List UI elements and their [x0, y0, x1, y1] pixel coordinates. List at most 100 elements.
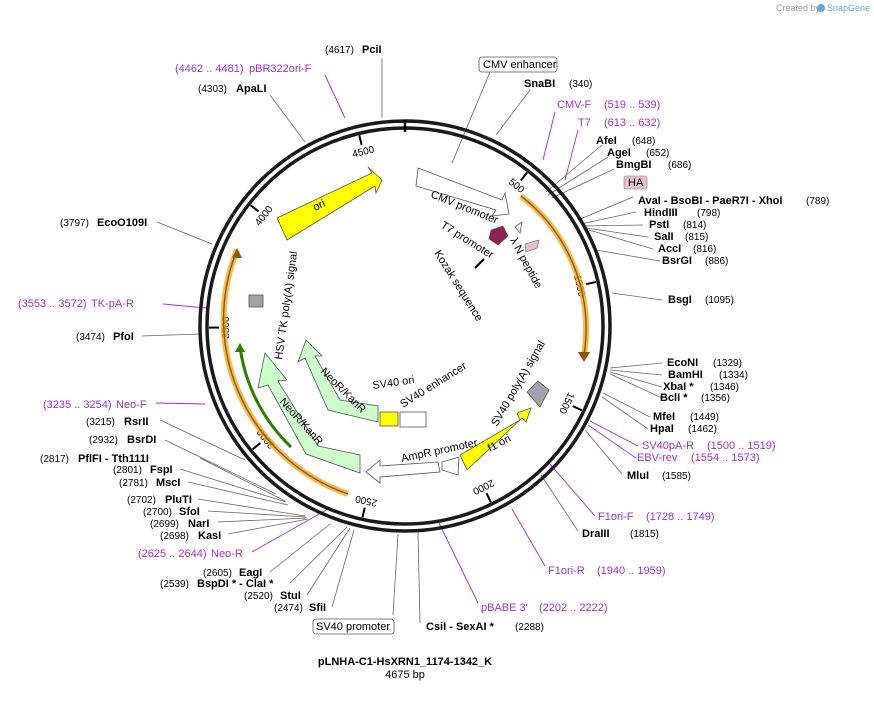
site-name: PluTI [165, 494, 192, 506]
site-coord: (1356) [701, 393, 730, 404]
sv40-ori-label: SV40 ori [372, 374, 415, 392]
primer-6: F1ori-R(1940 .. 1959) [548, 565, 666, 577]
site-name: HpaI [650, 423, 674, 435]
site-name: SalI [654, 231, 674, 243]
primer-name: T7 [578, 117, 591, 129]
primer-coord: (2625 .. 2644) [138, 548, 207, 560]
ha-box [623, 175, 648, 190]
site-name: ApaLI [236, 83, 267, 95]
site-32: PflFI - Tth111I(2817) [40, 453, 149, 465]
site-coord: (2698) [160, 531, 189, 542]
primer-4: EBV-rev(1554 .. 1573) [637, 452, 760, 464]
site-29: PluTI (2702) [127, 494, 192, 506]
site-13: EcoNI(1329) [667, 357, 742, 369]
site-30: MscI(2781) [119, 477, 180, 489]
primer-3: SV40pA-R(1500 .. 1519) [642, 440, 776, 452]
primer-coord: (3553 .. 3572) [18, 298, 87, 310]
site-name: AfeI [596, 135, 617, 147]
neor-outer-feature [257, 352, 361, 474]
site-21: CsiI - SexAI *(2288) [426, 621, 544, 633]
primer-name: SV40pA-R [642, 440, 694, 452]
site-23: StuI(2520) [244, 590, 301, 602]
site-coord: (789) [806, 196, 829, 207]
hsv-tk-label: HSV TK poly(A) signal [273, 251, 300, 361]
primer-10: TK-pA-R(3553 .. 3572) [18, 298, 134, 310]
site-12: BsgI(1095) [668, 294, 734, 306]
site-coord: (3474) [76, 332, 105, 343]
sv40-promoter-box [312, 618, 395, 635]
site-coord: (2801) [113, 465, 142, 476]
site-16: BclI *(1356) [660, 392, 730, 404]
neor-inner-feature [297, 339, 379, 423]
tick-mark [361, 507, 366, 518]
tick-label: 4000 [253, 204, 276, 229]
site-name: SfiI [309, 602, 326, 614]
site-coord: (886) [705, 256, 728, 267]
site-coord: (2932) [89, 435, 118, 446]
tick-label: 2000 [470, 477, 495, 497]
site-34: RsrII(3215) [86, 416, 148, 428]
site-coord: (816) [693, 244, 716, 255]
site-coord: (1815) [630, 529, 659, 540]
site-0: PciI(4617) [325, 44, 382, 56]
site-9: SalI (815) [654, 231, 708, 243]
site-10: AccI (816) [658, 243, 716, 255]
primer-name: pBABE 3' [481, 602, 528, 614]
site-name: AccI [658, 243, 681, 255]
primer-name: EBV-rev [637, 452, 678, 464]
t7-promoter-feature [514, 221, 523, 234]
site-11: BsrGI(886) [662, 255, 728, 267]
credit-brand: SnapGene [827, 3, 870, 13]
site-name: MscI [156, 477, 180, 489]
sv40-ori-feature [379, 411, 399, 427]
site-coord: (2474) [274, 603, 303, 614]
site-17: MfeI(1449) [653, 411, 719, 423]
primer-coord: (1728 .. 1749) [646, 511, 715, 523]
kozak-label: Kozak sequence [431, 248, 484, 323]
site-coord: (4303) [198, 84, 227, 95]
site-name: EcoO109I [97, 217, 147, 229]
plasmid-name: pLNHA-C1-HsXRN1_1174-1342_K [318, 656, 492, 668]
site-name: MluI [627, 470, 649, 482]
site-coord: (4617) [325, 45, 354, 56]
site-name: XbaI * [663, 381, 694, 393]
site-name: PflFI - Tth111I [78, 453, 149, 465]
site-coord: (815) [685, 232, 708, 243]
site-coord: (652) [646, 148, 669, 159]
site-22: SfiI (2474) [274, 602, 326, 614]
tick-label: 2500 [354, 492, 379, 508]
cmv-enhancer-label: CMV enhancer [483, 59, 557, 71]
site-name: BsgI [668, 294, 692, 306]
primer-name: F1ori-R [548, 565, 585, 577]
site-coord: (2520) [244, 591, 273, 602]
site-coord: (2702) [127, 495, 156, 506]
sv40-promoter-label: SV40 promoter [316, 621, 390, 633]
site-26: KasI(2698) [160, 530, 221, 542]
site-coord: (648) [632, 136, 655, 147]
site-coord: (1585) [662, 471, 691, 482]
ampr-promoter-arrow [365, 459, 441, 484]
primer-coord: (2202 .. 2222) [539, 602, 608, 614]
site-name: NarI [188, 518, 209, 530]
primer-labels: pBR322ori-F(4462 .. 4481)CMV-F(519 .. 53… [18, 63, 776, 614]
primer-coord: (519 .. 539) [604, 99, 660, 111]
site-coord: (2288) [515, 622, 544, 633]
primer-name: Neo-R [211, 548, 243, 560]
tick-mark [586, 280, 597, 286]
tick-mark [252, 442, 262, 451]
primer-name: Neo-F [116, 399, 147, 411]
neo-orf-inner [222, 249, 349, 495]
site-coord: (1329) [713, 358, 742, 369]
site-name: BamHI [668, 369, 703, 381]
plasmid-size: 4675 bp [385, 669, 425, 681]
site-name: MfeI [653, 411, 675, 423]
site-6: AvaI - BsoBI - PaeR7I - XhoI(789) [638, 195, 829, 207]
ha-label: HA [628, 177, 644, 189]
site-name: BspDI * - ClaI * [197, 578, 274, 590]
primer-2: T7(613 .. 632) [578, 117, 660, 129]
site-name: DraIII [582, 528, 610, 540]
tick-mark [572, 405, 583, 412]
site-name: HindIII [644, 207, 678, 219]
site-coord: (1334) [719, 370, 748, 381]
site-coord: (2699) [150, 519, 179, 530]
